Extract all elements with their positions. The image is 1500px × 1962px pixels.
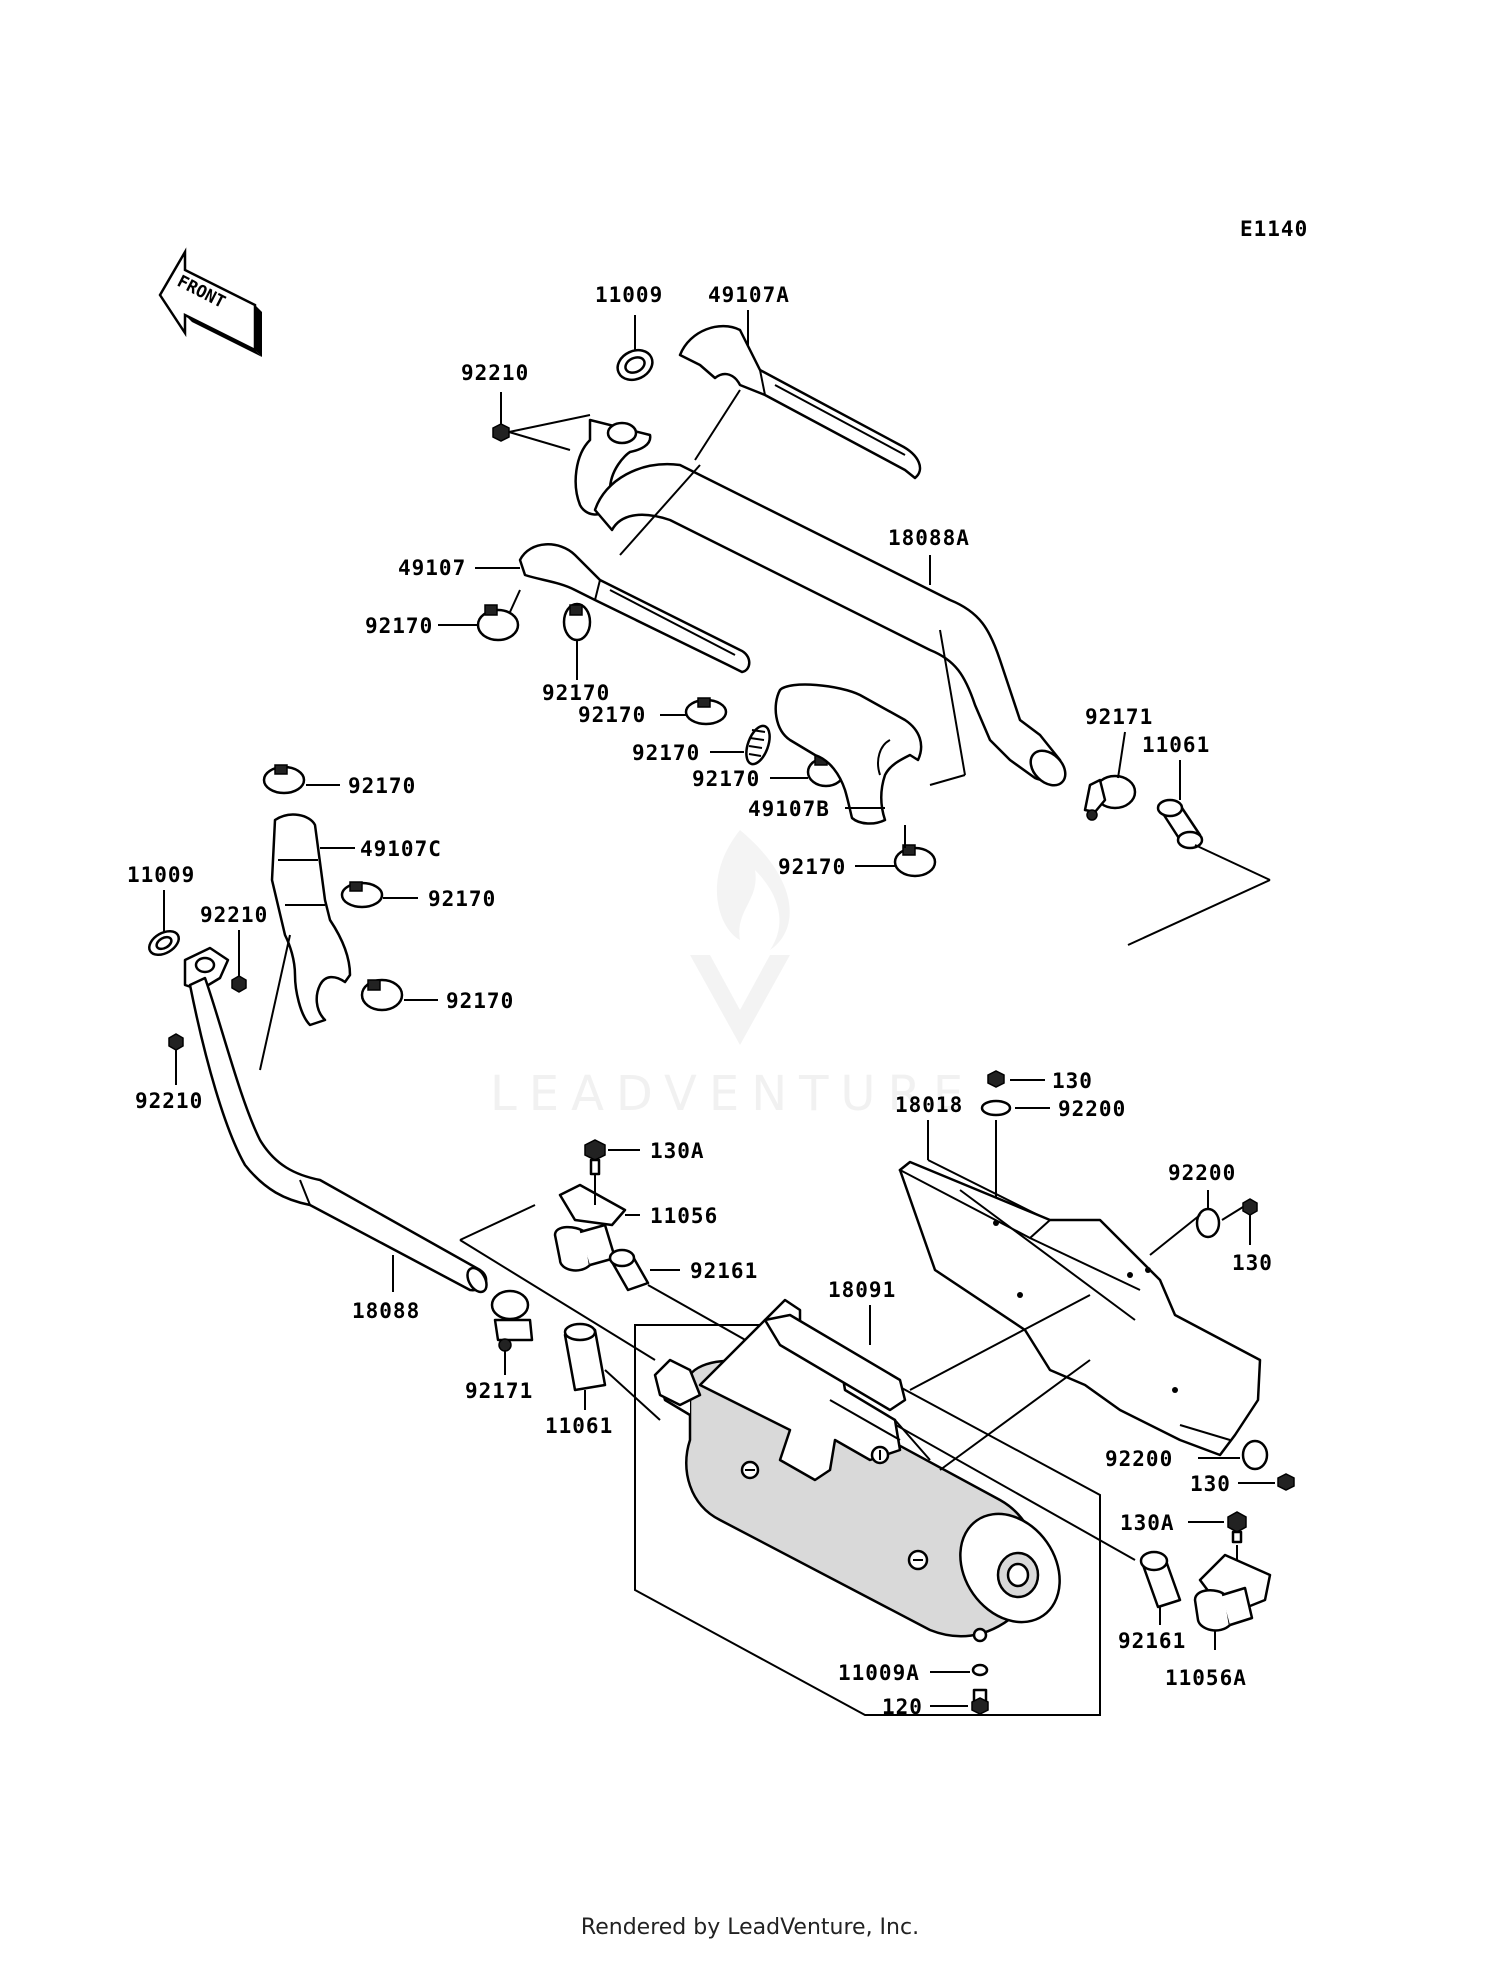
callout-92171-top: 92171: [1085, 705, 1153, 729]
callout-92170-f: 92170: [778, 855, 846, 879]
heat-shield-49107: [518, 543, 751, 674]
clamp-92170-d: [745, 724, 771, 766]
clamp-92170-g: [262, 764, 306, 795]
callout-92161-right: 92161: [1118, 1629, 1186, 1653]
callout-11061-top: 11061: [1142, 733, 1210, 757]
callout-92200-right: 92200: [1168, 1161, 1236, 1185]
callout-92210-top: 92210: [461, 361, 529, 385]
callout-92171-low: 92171: [465, 1379, 533, 1403]
callout-49107: 49107: [398, 556, 466, 580]
bolt-130-low: [1277, 1473, 1295, 1491]
sleeve-11061-low: [563, 1322, 607, 1392]
clamp-92170-i: [360, 978, 404, 1012]
callout-92170-i: 92170: [446, 989, 514, 1013]
heat-guard-18018: [898, 1160, 1262, 1457]
bolt-130A-left: [584, 1139, 606, 1176]
clamp-92170-a: [476, 604, 520, 642]
callout-130A-left: 130A: [650, 1139, 705, 1163]
callout-92170-g: 92170: [348, 774, 416, 798]
callout-130A-right: 130A: [1120, 1511, 1175, 1535]
callout-18088A: 18088A: [888, 526, 970, 550]
callout-49107C: 49107C: [360, 837, 442, 861]
bushing-92161-left: [608, 1248, 650, 1292]
callout-92200-top: 92200: [1058, 1097, 1126, 1121]
callout-11009A: 11009A: [838, 1661, 920, 1685]
nut-92210-top: [492, 423, 510, 442]
callout-120: 120: [882, 1695, 923, 1719]
gasket-11009-left: [148, 929, 180, 957]
sleeve-11061-top: [1156, 798, 1204, 850]
heat-shield-49107C: [270, 813, 352, 1027]
washer-92200-top: [980, 1099, 1012, 1117]
clamp-92171-top: [1083, 774, 1137, 821]
callout-92200-low: 92200: [1105, 1447, 1173, 1471]
exhaust-pipe-18088: [183, 946, 488, 1294]
nut-92210-low: [168, 1033, 184, 1051]
callout-11009-top: 11009: [595, 283, 663, 307]
callout-92170-d: 92170: [632, 741, 700, 765]
bracket-11056A: [1193, 1553, 1272, 1632]
clamp-92170-f: [893, 844, 937, 878]
callout-18018: 18018: [895, 1093, 963, 1117]
callout-92170-h: 92170: [428, 887, 496, 911]
gasket-11009A: [971, 1663, 989, 1677]
callout-18091: 18091: [828, 1278, 896, 1302]
clamp-92170-h: [340, 881, 384, 909]
bolt-130-top: [987, 1070, 1005, 1088]
callout-11009-left: 11009: [127, 863, 195, 887]
footer-credit: Rendered by LeadVenture, Inc.: [580, 1915, 920, 1940]
watermark-text: LEADVENTURE: [490, 1066, 975, 1122]
bushing-92161-right: [1139, 1550, 1182, 1609]
heat-shield-49107B: [774, 683, 923, 825]
bolt-130-right: [1242, 1198, 1258, 1216]
callout-49107A: 49107A: [708, 283, 790, 307]
callout-130-right: 130: [1232, 1251, 1273, 1275]
callout-11056A: 11056A: [1165, 1666, 1247, 1690]
washer-92200-right: [1195, 1207, 1221, 1239]
callout-92210-low: 92210: [135, 1089, 203, 1113]
callout-49107B: 49107B: [748, 797, 830, 821]
heat-shield-49107A: [678, 324, 922, 480]
gasket-11009-top: [616, 348, 654, 382]
callout-130-low: 130: [1190, 1472, 1231, 1496]
diagram-code: E1140: [1240, 217, 1308, 241]
callout-11061-low: 11061: [545, 1414, 613, 1438]
callout-92170-e: 92170: [692, 767, 760, 791]
clamp-92171-low: [490, 1289, 534, 1352]
muffler-18091: [653, 1298, 1061, 1643]
callout-92161-left: 92161: [690, 1259, 758, 1283]
front-arrow-icon: FRONT: [158, 247, 262, 357]
bolt-130A-right: [1227, 1511, 1247, 1544]
watermark: LEADVENTURE: [490, 830, 975, 1122]
callout-92170-b: 92170: [542, 681, 610, 705]
callout-18088: 18088: [352, 1299, 420, 1323]
bracket-11056: [553, 1183, 627, 1272]
washer-92200-low: [1241, 1439, 1269, 1471]
callout-130-top: 130: [1052, 1069, 1093, 1093]
header-pipe-18088A: [574, 418, 1067, 787]
callout-11056: 11056: [650, 1204, 718, 1228]
clamp-92170-b: [562, 602, 592, 642]
bolt-120: [971, 1688, 989, 1715]
callout-92210-mid: 92210: [200, 903, 268, 927]
nut-92210-mid: [231, 975, 247, 993]
clamp-92170-c: [684, 697, 728, 726]
callout-92170-a: 92170: [365, 614, 433, 638]
callout-92170-c: 92170: [578, 703, 646, 727]
